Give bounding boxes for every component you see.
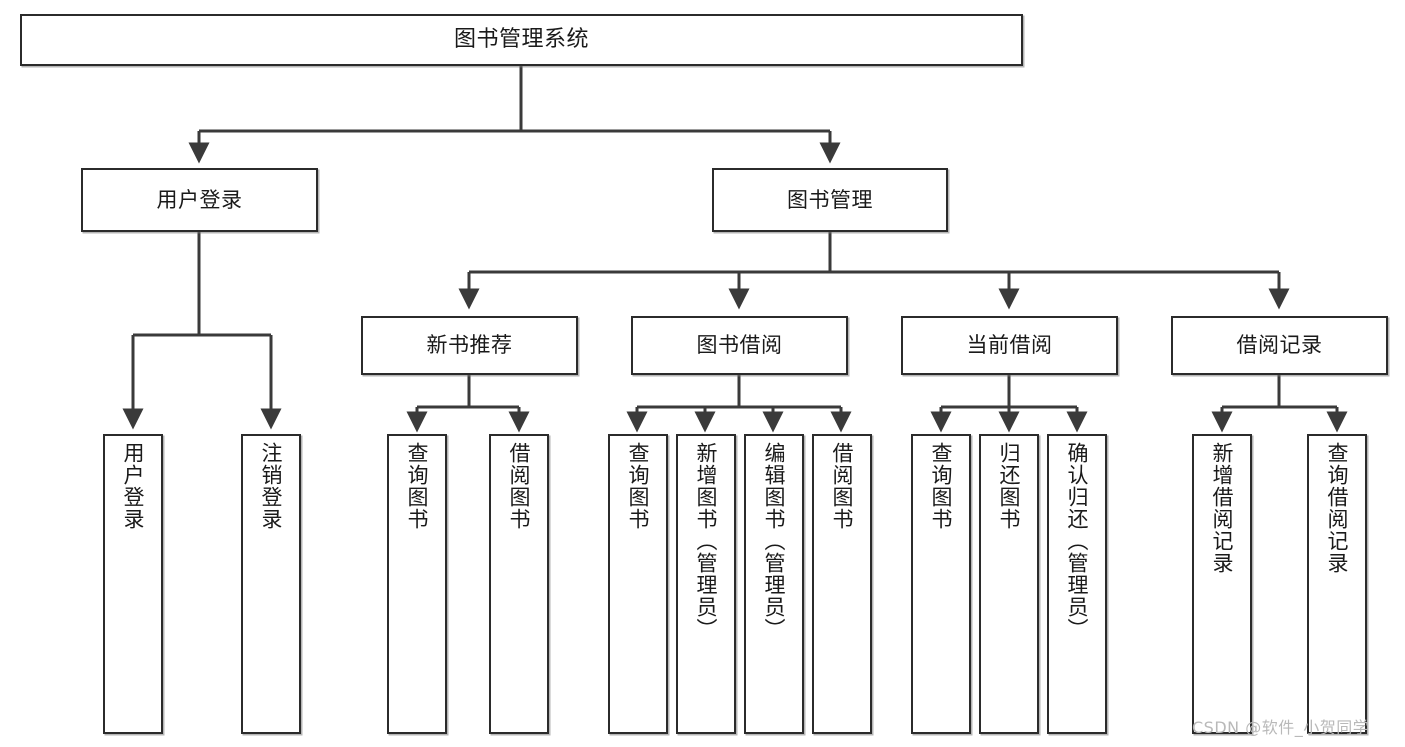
node-user-login[interactable]: 用户登录	[81, 168, 318, 232]
leaf-record-query-label: 查询借阅记录	[1325, 442, 1350, 574]
leaf-record-query[interactable]: 查询借阅记录	[1307, 434, 1367, 734]
node-new-book-recommend[interactable]: 新书推荐	[361, 316, 578, 375]
node-current-borrow[interactable]: 当前借阅	[901, 316, 1118, 375]
leaf-borrow-borrow-label: 借阅图书	[830, 442, 855, 530]
leaf-borrow-query[interactable]: 查询图书	[608, 434, 668, 734]
node-new-book-recommend-label: 新书推荐	[426, 333, 513, 358]
leaf-new-book-query-label: 查询图书	[405, 442, 430, 530]
leaf-new-book-borrow-label: 借阅图书	[507, 442, 532, 530]
watermark: CSDN @软件_小贺同学	[1192, 718, 1370, 737]
leaf-user-login-signin[interactable]: 用户登录	[103, 434, 163, 734]
leaf-new-book-query[interactable]: 查询图书	[387, 434, 447, 734]
node-borrow-record[interactable]: 借阅记录	[1171, 316, 1388, 375]
leaf-borrow-edit-admin[interactable]: 编辑图书（管理员）	[744, 434, 804, 734]
leaf-new-book-borrow[interactable]: 借阅图书	[489, 434, 549, 734]
node-user-login-label: 用户登录	[156, 187, 243, 212]
leaf-user-login-signin-label: 用户登录	[121, 442, 146, 530]
node-book-manage[interactable]: 图书管理	[712, 168, 948, 232]
node-book-borrow-label: 图书借阅	[696, 333, 783, 358]
leaf-borrow-query-label: 查询图书	[626, 442, 651, 530]
leaf-current-confirm-return-admin[interactable]: 确认归还（管理员）	[1047, 434, 1107, 734]
leaf-current-return-label: 归还图书	[997, 442, 1022, 530]
node-book-manage-label: 图书管理	[787, 187, 873, 212]
node-root-label: 图书管理系统	[453, 27, 589, 53]
leaf-record-add-label: 新增借阅记录	[1210, 442, 1235, 574]
leaf-current-return[interactable]: 归还图书	[979, 434, 1039, 734]
leaf-user-login-signout[interactable]: 注销登录	[241, 434, 301, 734]
node-borrow-record-label: 借阅记录	[1236, 333, 1323, 358]
leaf-current-confirm-return-admin-label: 确认归还（管理员）	[1065, 442, 1090, 640]
leaf-borrow-add-admin[interactable]: 新增图书（管理员）	[676, 434, 736, 734]
leaf-record-add[interactable]: 新增借阅记录	[1192, 434, 1252, 734]
leaf-current-query[interactable]: 查询图书	[911, 434, 971, 734]
leaf-current-query-label: 查询图书	[929, 442, 954, 530]
node-root[interactable]: 图书管理系统	[20, 14, 1023, 66]
leaf-borrow-borrow[interactable]: 借阅图书	[812, 434, 872, 734]
node-current-borrow-label: 当前借阅	[966, 333, 1053, 358]
leaf-user-login-signout-label: 注销登录	[259, 442, 284, 530]
node-book-borrow[interactable]: 图书借阅	[631, 316, 848, 375]
leaf-borrow-add-admin-label: 新增图书（管理员）	[694, 442, 719, 640]
leaf-borrow-edit-admin-label: 编辑图书（管理员）	[762, 442, 787, 640]
